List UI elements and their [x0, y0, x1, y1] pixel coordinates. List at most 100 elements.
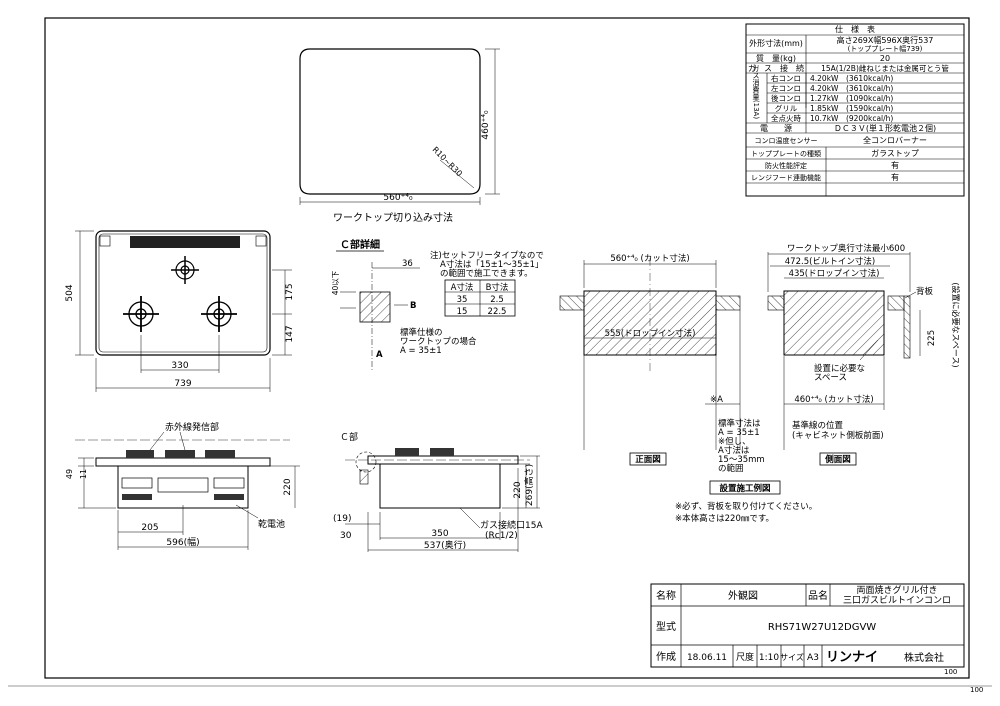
- top-burner-pitch: 330: [171, 361, 188, 371]
- front-battery: 乾電池: [258, 518, 285, 530]
- spec-row-label: ガ ス 接 続: [748, 63, 804, 73]
- c-table-cell: 35: [457, 295, 468, 305]
- install-base-1: 基準線の位置: [792, 420, 844, 431]
- front-d220: 220: [283, 478, 293, 495]
- spec-gas-row-value: 4.20kW (3610kcal/h): [810, 84, 893, 93]
- cutout-radius: R10~R30: [431, 145, 464, 178]
- c-d40: 40以下: [331, 270, 340, 295]
- c-note-1: 注)セットフリータイプなので: [430, 250, 544, 261]
- spec-gas-group: ガス消費量(13A): [752, 65, 760, 119]
- c-label-a: A: [376, 350, 383, 360]
- install-right-space: (設置に必要なスペース): [951, 282, 961, 367]
- install-example-title: 設置施工例図: [719, 483, 770, 494]
- spec-gas-row-label: 右コンロ: [771, 73, 801, 83]
- c-d36: 36: [402, 259, 413, 269]
- spec-row-value: 高さ269X幅596X奥行537: [837, 35, 934, 45]
- install-front-cut: 560⁺⁴₀ (カット寸法): [610, 253, 689, 264]
- spec-gas-row-value: 1.85kW (1590kcal/h): [810, 104, 893, 113]
- top-width: 739: [174, 379, 191, 389]
- c-table-cell: 22.5: [488, 307, 507, 317]
- c-table-cell: 15: [457, 307, 468, 317]
- side-d30: 30: [340, 531, 352, 541]
- spec-gas-row-value: 1.27kW (1090kcal/h): [810, 94, 893, 103]
- spec-gas-row-label: 後コンロ: [771, 93, 801, 103]
- spec-header: 仕 様 表: [835, 24, 875, 34]
- front-view: 赤外線発信部 乾電池 205 596(幅) 49 11 220: [65, 421, 300, 550]
- top-view: 504 330 739 175 147: [65, 230, 295, 392]
- title-block: 名称 外観図 品名 両面焼きグリル付き 三口ガスビルトインコンロ 型式 RHS7…: [650, 583, 965, 668]
- install-note: ※本体高さは220㎜です。: [675, 513, 774, 524]
- spec-row-label: トッププレートの種類: [751, 149, 821, 158]
- side-d220: 220: [513, 481, 523, 498]
- install-d225: 225: [927, 330, 937, 346]
- install-backboard: 背板: [916, 286, 934, 297]
- install-std-6: の範囲: [718, 463, 744, 474]
- c-note-2: A寸法は「15±1～35±1」: [440, 259, 544, 270]
- burner-rear: [171, 256, 199, 284]
- title-size: A3: [807, 653, 819, 663]
- install-std-4: A寸法は: [718, 445, 750, 456]
- side-d19: (19): [333, 514, 351, 524]
- corner-a: 100: [944, 668, 957, 676]
- side-height: 269(高さ): [523, 464, 535, 506]
- sheet-border: [44, 17, 970, 679]
- install-side-label: 側面図: [824, 454, 851, 465]
- spec-row-label: レンジフード連動機能: [751, 173, 821, 182]
- title-date: 18.06.11: [687, 653, 727, 663]
- title-model: RHS71W27U12DGVW: [768, 622, 876, 633]
- install-std-2: A = 35±1: [718, 428, 760, 438]
- spec-row-value: ＤＣ３Ｖ(単１形乾電池２個): [834, 123, 936, 133]
- install-side-435: 435(ドロップイン寸法): [789, 268, 880, 279]
- install-front-label: 正面図: [635, 455, 661, 465]
- c-detail-title: Ｃ部詳細: [340, 238, 380, 251]
- c-std-3: A = 35±1: [400, 346, 442, 356]
- side-depth: 537(奥行): [424, 539, 466, 551]
- front-width: 596(幅): [166, 536, 199, 548]
- install-dropin: 555(ドロップイン寸法): [605, 328, 696, 339]
- spec-row-value: 全コンロバーナー: [863, 135, 927, 145]
- install-example: 設置施工例図 ※必ず、背板を取り付けてください。 ※本体高さは220㎜です。: [675, 480, 817, 524]
- cutout-width: 560⁺⁴₀: [383, 193, 413, 203]
- front-d11: 11: [79, 469, 88, 479]
- spec-gas-row-value: 10.7kW (9200kcal/h): [810, 114, 893, 123]
- c-table-head: A寸法: [451, 282, 474, 293]
- spec-row-label: コンロ温度センサー: [755, 136, 818, 145]
- spec-row-label: 電 源: [760, 124, 792, 133]
- install-side-4725: 472.5(ビルトイン寸法): [785, 256, 875, 267]
- side-gas-2: (Rc1/2): [485, 531, 518, 541]
- spec-gas-row-value: 4.20kW (3610kcal/h): [810, 74, 893, 83]
- install-space-2: スペース: [814, 373, 847, 383]
- install-side: ワークトップ奥行寸法最小600 472.5(ビルトイン寸法) 435(ドロップイ…: [767, 243, 961, 466]
- burner-right: [201, 296, 237, 332]
- title-size-label: サイズ: [780, 652, 804, 662]
- c-table-cell: 2.5: [490, 295, 504, 305]
- cutout-view: 560⁺⁴₀ 460⁺⁴₀ R10~R30 ワークトップ切り込み寸法: [299, 48, 500, 224]
- side-d350: 350: [431, 529, 448, 539]
- burner-left: [123, 296, 159, 332]
- title-product-2: 三口ガスビルトインコンロ: [843, 595, 951, 606]
- cutout-caption: ワークトップ切り込み寸法: [333, 211, 453, 224]
- install-front: 560⁺⁴₀ (カット寸法) 555(ドロップイン寸法) ※A 標準寸法は A …: [559, 253, 765, 474]
- spec-row-value: 有: [891, 172, 899, 182]
- grill-vent: [130, 236, 240, 248]
- install-std-1: 標準寸法は: [718, 418, 761, 429]
- top-d175: 175: [285, 283, 295, 300]
- spec-row-value: 15A(1/2B)雌ねじまたは金属可とう管: [821, 63, 949, 73]
- install-std-3: ※但し、: [718, 436, 751, 447]
- install-base-2: (キャビネット側板前面): [792, 430, 884, 441]
- side-clabel: Ｃ部: [340, 431, 358, 443]
- title-made-label: 作成: [656, 651, 676, 663]
- c-std-2: ワークトップの場合: [400, 336, 477, 347]
- top-depth: 504: [65, 284, 75, 301]
- install-astar: ※A: [710, 395, 723, 405]
- spec-gas-row-label: 全点火時: [771, 113, 801, 123]
- install-std-5: 15～35mm: [718, 455, 765, 465]
- spec-gas-row-label: グリル: [775, 103, 798, 113]
- front-ir-label: 赤外線発信部: [165, 421, 219, 433]
- title-company: 株式会社: [904, 651, 944, 664]
- side-view: Ｃ部 (19) 30 350 537(奥行) 220 269(高さ) ガス接続口…: [333, 431, 543, 552]
- title-scale-label: 尺度: [736, 651, 754, 663]
- spec-row-sub: (トッププレート幅739): [848, 44, 923, 53]
- title-product-1: 両面焼きグリル付き: [856, 584, 937, 596]
